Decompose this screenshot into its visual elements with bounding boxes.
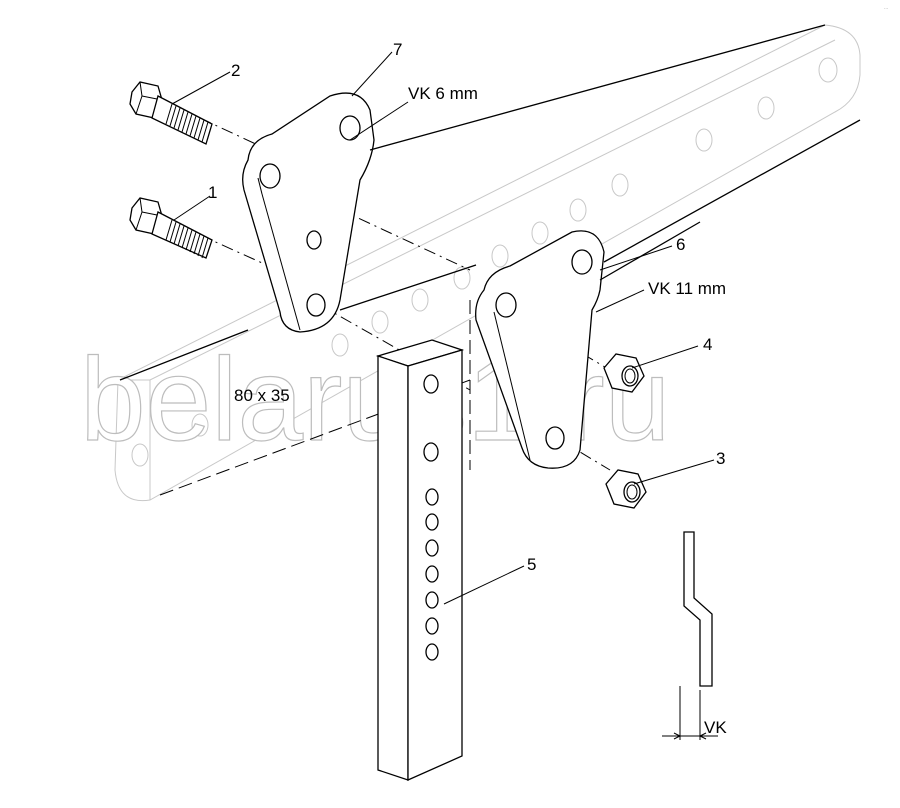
- plate-6-icon: [475, 230, 605, 469]
- label-part-6: 6: [676, 235, 685, 254]
- main-beam-icon: [119, 24, 861, 381]
- bolt-2-icon: [129, 81, 213, 145]
- vk-profile-detail: [662, 531, 718, 740]
- label-part-7: 7: [393, 40, 402, 59]
- leader-lines: [171, 51, 715, 605]
- label-vk11: VK 11 mm: [648, 279, 726, 298]
- label-part-3: 3: [716, 449, 725, 468]
- label-vk: VK: [704, 718, 727, 737]
- bolt-1-icon: [129, 197, 213, 259]
- label-section-80x35: 80 x 35: [234, 386, 290, 405]
- nut-4-icon: [603, 353, 645, 393]
- plate-7-icon: [242, 92, 375, 333]
- label-part-1: 1: [208, 183, 217, 202]
- ghost-beam: [114, 24, 861, 502]
- label-part-5: 5: [527, 555, 536, 574]
- label-part-4: 4: [703, 335, 712, 354]
- label-vk6: VK 6 mm: [408, 84, 478, 103]
- nut-3-icon: [605, 469, 647, 509]
- bar-5-icon: [375, 339, 465, 782]
- corner-mark: ...: [884, 5, 888, 11]
- label-part-2: 2: [231, 61, 240, 80]
